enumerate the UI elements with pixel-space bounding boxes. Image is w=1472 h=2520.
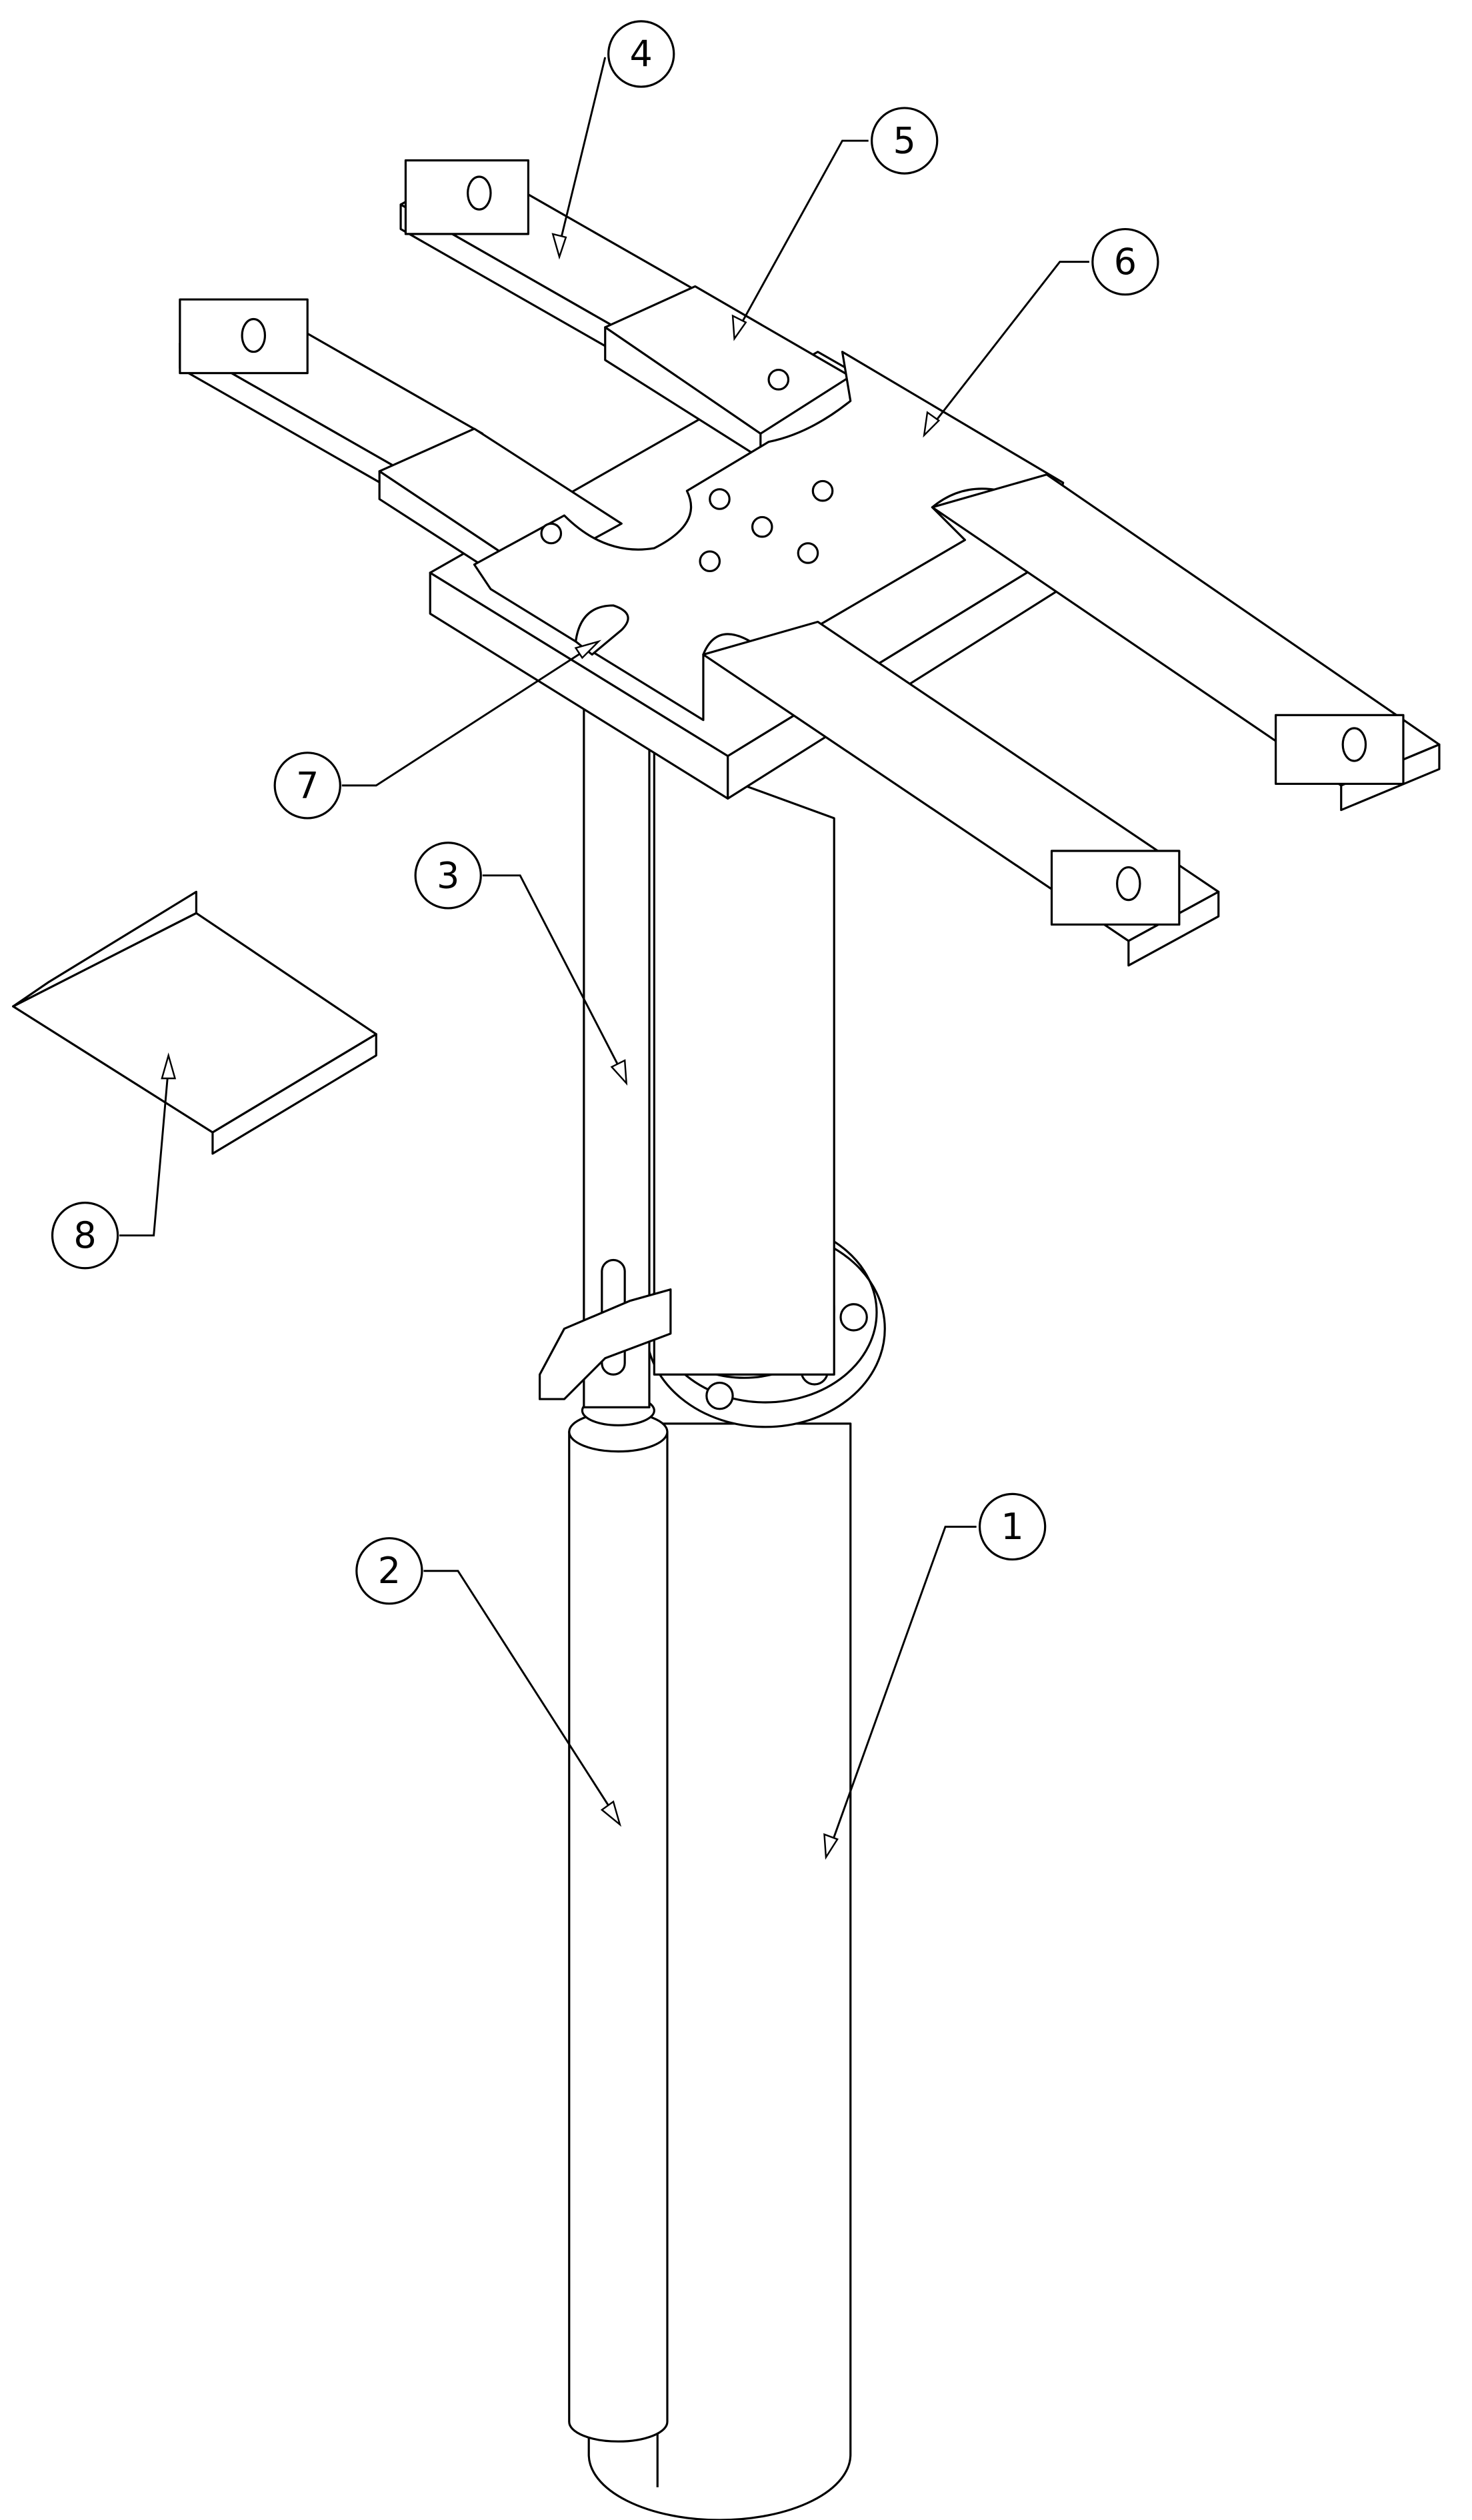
rail-back-right xyxy=(931,473,1441,812)
upper-tube xyxy=(653,752,835,1376)
svg-text:4: 4 xyxy=(630,33,653,75)
tray xyxy=(12,890,377,1155)
svg-text:6: 6 xyxy=(1114,241,1137,283)
callout-7: 7 xyxy=(273,752,341,820)
adjustment-rod xyxy=(539,702,672,1408)
svg-text:8: 8 xyxy=(73,1214,96,1256)
leader-lines xyxy=(119,57,1089,1860)
svg-text:5: 5 xyxy=(893,120,916,162)
svg-text:3: 3 xyxy=(437,854,459,896)
rail-back-left xyxy=(399,159,705,361)
rail-front-right xyxy=(702,620,1220,967)
callout-1: 1 xyxy=(978,1492,1047,1561)
svg-text:1: 1 xyxy=(1001,1506,1023,1548)
callout-5: 5 xyxy=(871,107,939,175)
svg-text:2: 2 xyxy=(378,1550,401,1592)
callout-8: 8 xyxy=(51,1202,119,1270)
callout-2: 2 xyxy=(355,1537,423,1605)
svg-text:7: 7 xyxy=(296,764,319,806)
callout-3: 3 xyxy=(414,842,482,910)
secondary-cylinder xyxy=(568,1394,669,2443)
callout-6: 6 xyxy=(1091,227,1159,296)
callout-4: 4 xyxy=(607,20,675,88)
